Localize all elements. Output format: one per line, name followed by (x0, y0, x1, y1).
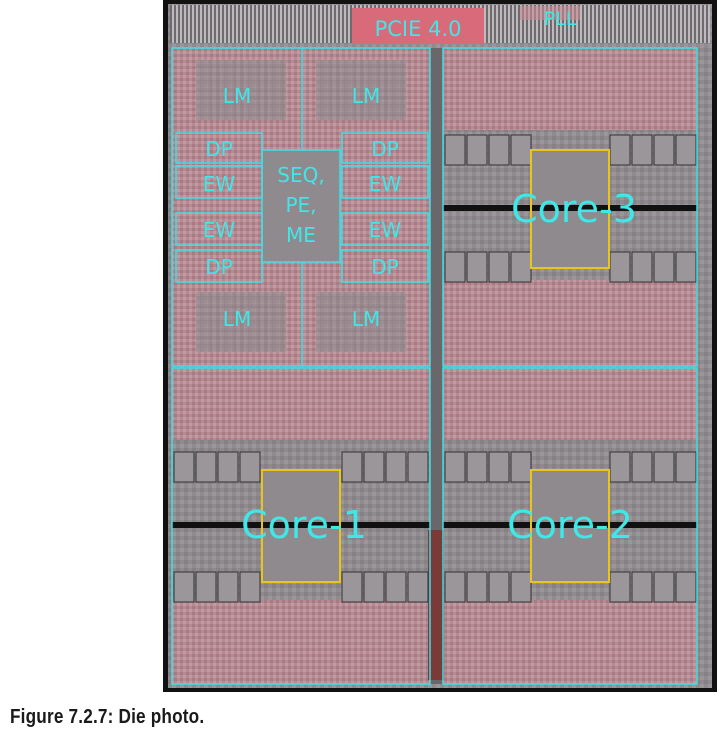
pcie-block (352, 8, 484, 44)
seq-label-line2: PE, (285, 193, 316, 217)
ew-left-bottom-label: EW (203, 218, 236, 242)
core-gold-outlines (261, 149, 610, 583)
dp-left-top-label: DP (205, 137, 232, 161)
core-3-label: Core-3 (511, 187, 637, 231)
dp-left-bottom-label: DP (205, 255, 232, 279)
core-tiles (173, 134, 697, 603)
lm-bottom-left-label: LM (223, 307, 251, 331)
pll-label: PLL (544, 8, 577, 30)
lm-top-left-label: LM (223, 84, 251, 108)
cyan-outlines (171, 47, 698, 685)
seq-label-line3: ME (286, 223, 316, 247)
central-column (430, 48, 443, 684)
quadrant-top-left (172, 48, 430, 366)
pll-block (520, 6, 580, 20)
central-column-lower (428, 530, 444, 680)
quadrant-top-right (443, 48, 697, 366)
die-photo: PCIE 4.0 PLL LM LM LM LM DP EW EW DP DP … (163, 0, 717, 692)
ew-left-top-label: EW (203, 172, 236, 196)
dp-right-bottom-label: DP (371, 255, 398, 279)
core-2-label: Core-2 (507, 503, 633, 547)
dp-right-top-label: DP (371, 137, 398, 161)
ew-right-top-label: EW (369, 172, 402, 196)
lm-top-right-label: LM (352, 84, 380, 108)
core-1-label: Core-1 (241, 503, 367, 547)
pcie-label: PCIE 4.0 (375, 17, 462, 41)
seq-label-line1: SEQ, (277, 163, 324, 187)
ew-right-bottom-label: EW (369, 218, 402, 242)
figure-caption: Figure 7.2.7: Die photo. (10, 706, 205, 728)
lm-bottom-right-label: LM (352, 307, 380, 331)
